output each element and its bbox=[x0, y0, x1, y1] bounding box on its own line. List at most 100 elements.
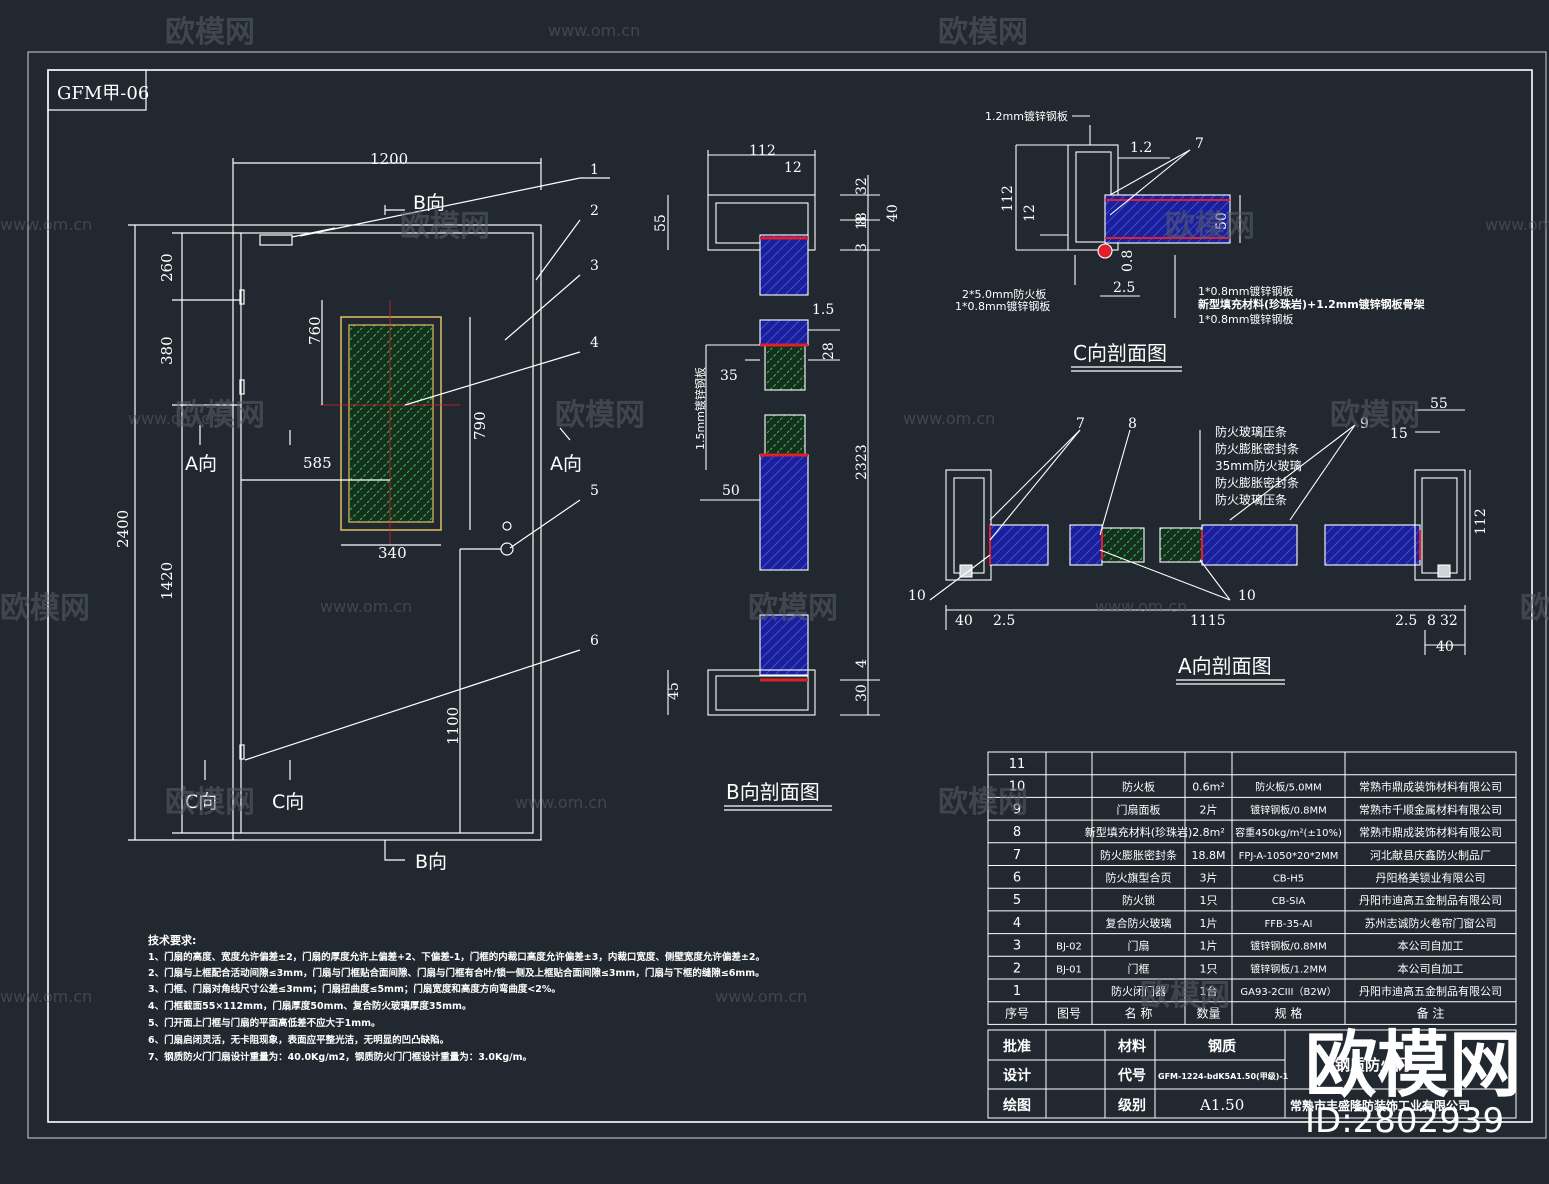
wm-brand: 欧模网 bbox=[1165, 209, 1255, 244]
tb-daihao: 代号 bbox=[1117, 1067, 1146, 1084]
a-dim-8: 8 bbox=[1427, 613, 1436, 629]
b-dim-30: 30 bbox=[854, 684, 870, 702]
b-dim-45: 45 bbox=[666, 682, 682, 700]
bom-cell-spec: CB-H5 bbox=[1273, 874, 1304, 885]
callout-1: 1 bbox=[590, 162, 599, 178]
a-label-1: 防火玻璃压条 bbox=[1215, 424, 1287, 439]
elevation-dims: 1200 2400 260 380 1420 760 790 585 340 1… bbox=[114, 150, 599, 873]
b-dim-2323: 2323 bbox=[854, 444, 870, 480]
callout-6: 6 bbox=[590, 633, 599, 649]
wm-url: www.om.cn bbox=[1095, 597, 1187, 616]
dim-1100: 1100 bbox=[444, 707, 462, 745]
wm-brand: 欧模网 bbox=[0, 591, 90, 626]
c-dim-12: 12 bbox=[1022, 204, 1038, 222]
bom-cell-note: 丹阳格美锁业有限公司 bbox=[1376, 871, 1486, 885]
a-dim-2.5-left: 2.5 bbox=[993, 613, 1015, 629]
wm-id: ID:2802939 bbox=[1305, 1101, 1504, 1141]
c-dir-right: C向 bbox=[272, 791, 304, 813]
wm-brand: 欧模网 bbox=[1140, 978, 1230, 1013]
tb-scale: A1.50 bbox=[1199, 1096, 1244, 1114]
bom-cell-spec: FPJ-A-1050*20*2MM bbox=[1239, 851, 1339, 862]
bom-cell-code: BJ-02 bbox=[1056, 942, 1082, 953]
code-box bbox=[47, 69, 147, 111]
c-dim-50: 50 bbox=[1214, 212, 1230, 230]
glass-pane bbox=[348, 324, 434, 523]
door-leaf-outline bbox=[240, 232, 534, 834]
dim-260: 260 bbox=[158, 253, 176, 282]
tech-line-4: 4、门框截面55×112mm，门扇厚度50mm、复合防火玻璃厚度35mm。 bbox=[148, 1000, 471, 1012]
callout-2: 2 bbox=[590, 203, 599, 219]
a-callout-8: 8 bbox=[1128, 416, 1137, 432]
a-dim-40-left: 40 bbox=[955, 613, 973, 629]
a-callout-9: 9 bbox=[1360, 416, 1369, 432]
bom-cell-name: 防火锁 bbox=[1122, 893, 1155, 907]
wm-url: www.om.cn bbox=[548, 21, 640, 40]
callout-5: 5 bbox=[590, 483, 599, 499]
bom-cell-no: 1 bbox=[1013, 984, 1021, 999]
bom-cell-note: 河北献县庆鑫防火制品厂 bbox=[1370, 848, 1491, 862]
wm-brand: 欧模网 bbox=[1520, 591, 1549, 626]
b-section-title: B向剖面图 bbox=[726, 780, 820, 804]
outer-frame bbox=[27, 51, 1547, 1139]
glass-frame bbox=[340, 316, 442, 531]
bom-cell-name: 防火旗型合页 bbox=[1106, 871, 1172, 885]
bom-cell-spec: 镀锌钢板/0.8MM bbox=[1250, 940, 1327, 953]
b-dim-32: 32 bbox=[854, 177, 870, 195]
dim-1420: 1420 bbox=[158, 562, 176, 600]
c-right-label-2: 新型填充材料(珍珠岩)+1.2mm镀锌钢板骨架 bbox=[1198, 297, 1425, 311]
a-label-5: 防火玻璃压条 bbox=[1215, 492, 1287, 507]
bom-cell-qty: 1台 bbox=[1200, 984, 1218, 998]
door-frame-outline bbox=[232, 224, 542, 841]
tb-pizhun: 批准 bbox=[1003, 1038, 1031, 1055]
a-dim-2.5-right: 2.5 bbox=[1395, 613, 1417, 629]
wm-brand: 欧模网 bbox=[1330, 398, 1420, 433]
c-dim-0.8: 0.8 bbox=[1120, 250, 1136, 272]
drawing-code: GFM甲-06 bbox=[57, 83, 149, 104]
bom-cell-note: 本公司自加工 bbox=[1398, 939, 1464, 953]
wm-url: www.om.cn bbox=[903, 409, 995, 428]
b-dim-55: 55 bbox=[653, 214, 669, 232]
bom-cell-spec: 镀锌钢板/1.2MM bbox=[1250, 962, 1327, 975]
b-section bbox=[667, 150, 880, 716]
tech-title: 技术要求: bbox=[148, 933, 196, 947]
bom-header: 图号 bbox=[1057, 1007, 1081, 1021]
bom-cell-spec: 镀锌钢板/0.8MM bbox=[1250, 803, 1327, 816]
bom-cell-spec: 防火板/5.0MM bbox=[1255, 781, 1322, 794]
b-dim-4: 4 bbox=[854, 659, 870, 668]
bom-header: 备 注 bbox=[1417, 1006, 1445, 1021]
a-section-text: 防火玻璃压条 防火膨胀密封条 35mm防火玻璃 防火膨胀密封条 防火玻璃压条 7… bbox=[908, 396, 1489, 685]
a-dim-112: 112 bbox=[1473, 508, 1489, 535]
bom-cell-name: 防火膨胀密封条 bbox=[1100, 848, 1177, 862]
b-dim-1.5: 1.5 bbox=[812, 302, 834, 318]
title-block-text: 批准 材料 钢质 设计 代号 GFM-1224-bdK5A1.50(甲级)-1 … bbox=[1003, 1038, 1470, 1114]
b-section-text: 112 12 55 32 8 40 3 18 1.5 28 35 1.5mm镀锌… bbox=[653, 143, 901, 811]
bom-cell-qty: 2.8m² bbox=[1192, 826, 1225, 839]
tb-gangzhi: 钢质 bbox=[1208, 1038, 1236, 1055]
bom-cell-name: 新型填充材料(珍珠岩) bbox=[1085, 825, 1193, 839]
bom-cell-note: 苏州志诚防火卷帘门窗公司 bbox=[1365, 916, 1497, 930]
bom-cell-qty: 1片 bbox=[1200, 940, 1218, 953]
bom-cell-no: 10 bbox=[1009, 780, 1026, 795]
bom-table bbox=[987, 751, 1517, 1025]
b-dim-8: 8 bbox=[854, 216, 870, 225]
a-section-title: A向剖面图 bbox=[1178, 654, 1272, 678]
tech-requirements: 技术要求: 1、门扇的高度、宽度允许偏差±2，门扇的厚度允许上偏差+2、下偏差-… bbox=[148, 933, 765, 1063]
bom-cell-qty: 1只 bbox=[1200, 894, 1218, 907]
bom-cell-name: 防火板 bbox=[1122, 780, 1155, 794]
wm-url: www.om.cn bbox=[715, 987, 807, 1006]
tech-line-3: 3、门框、门扇对角线尺寸公差≤3mm；门扇扭曲度≤5mm；门扇宽度和高度方向弯曲… bbox=[148, 983, 561, 995]
tb-jibie: 级别 bbox=[1118, 1097, 1146, 1114]
bom-cell-no: 2 bbox=[1013, 961, 1021, 976]
bom-cell-no: 4 bbox=[1013, 916, 1021, 931]
callout-4: 4 bbox=[590, 335, 599, 351]
bom-cell-qty: 1片 bbox=[1200, 917, 1218, 930]
wm-brand: 欧模网 bbox=[400, 209, 490, 244]
tech-line-2: 2、门扇与上框配合活动间隙≤3mm，门扇与门框贴合面间隙、门扇与门框有合叶/锁一… bbox=[148, 967, 765, 979]
a-label-2: 防火膨胀密封条 bbox=[1215, 441, 1299, 456]
bom-cell-note: 常熟市鼎成装饰材料有限公司 bbox=[1359, 825, 1502, 839]
c-dir-left: C向 bbox=[185, 791, 217, 813]
wm-url: www.om.cn bbox=[515, 793, 607, 812]
a-dir-right: A向 bbox=[550, 453, 582, 475]
a-dim-40-right: 40 bbox=[1436, 639, 1454, 655]
bom-cell-name: 防火闭门器 bbox=[1111, 984, 1166, 998]
